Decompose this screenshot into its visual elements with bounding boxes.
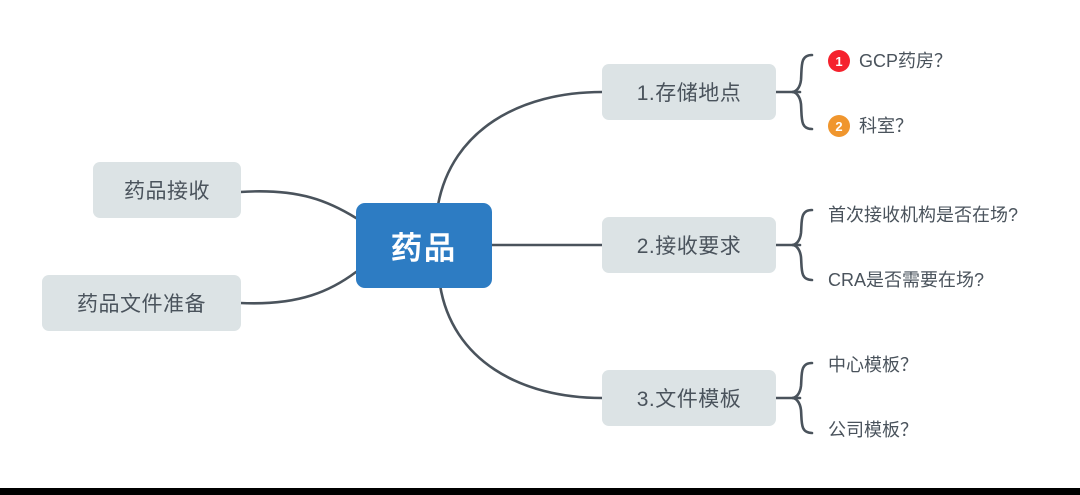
node-branch-storage-location-label: 1.存储地点: [636, 82, 742, 105]
leaf-gcp-pharmacy[interactable]: 1 GCP药房？: [828, 50, 952, 72]
badge-number-2: 2: [828, 115, 850, 137]
node-branch-doc-template[interactable]: 3.文件模板: [602, 370, 776, 426]
leaf-site-template[interactable]: 中心模板？: [828, 356, 918, 374]
node-doc-preparation-label: 药品文件准备: [77, 293, 206, 316]
leaf-company-template[interactable]: 公司模板？: [828, 421, 918, 439]
node-branch-storage-location[interactable]: 1.存储地点: [602, 64, 776, 120]
bracket-branch-1: [791, 53, 814, 131]
node-center-label: 药品: [391, 231, 457, 266]
node-center-drug[interactable]: 药品: [356, 203, 492, 288]
node-branch-receipt-requirements[interactable]: 2.接收要求: [602, 217, 776, 273]
node-drug-receipt[interactable]: 药品接收: [93, 162, 241, 218]
leaf-department-text: 科室？: [859, 116, 913, 136]
edge-center-to-doc-prep: [238, 270, 358, 305]
badge-number-1: 1: [828, 50, 850, 72]
bracket-branch-3: [791, 361, 814, 435]
bottom-border-strip: [0, 488, 1080, 495]
bracket-branch-2: [791, 208, 814, 282]
leaf-company-template-text: 公司模板？: [828, 420, 918, 440]
leaf-first-receipt-onsite-text: 首次接收机构是否在场?: [828, 205, 1019, 225]
leaf-department[interactable]: 2 科室？: [828, 115, 913, 137]
edge-center-to-drug-receipt: [238, 190, 358, 220]
edge-center-to-branch-1: [436, 90, 604, 207]
leaf-site-template-text: 中心模板？: [828, 355, 918, 375]
edge-center-to-branch-3: [438, 283, 604, 400]
node-branch-doc-template-label: 3.文件模板: [636, 388, 742, 411]
leaf-cra-onsite[interactable]: CRA是否需要在场?: [828, 271, 984, 289]
leaf-cra-onsite-text: CRA是否需要在场?: [828, 270, 985, 290]
node-doc-preparation[interactable]: 药品文件准备: [42, 275, 241, 331]
leaf-first-receipt-onsite[interactable]: 首次接收机构是否在场?: [828, 206, 1018, 224]
node-branch-receipt-requirements-label: 2.接收要求: [636, 235, 742, 258]
leaf-gcp-pharmacy-text: GCP药房？: [859, 51, 953, 71]
node-drug-receipt-label: 药品接收: [124, 180, 210, 203]
